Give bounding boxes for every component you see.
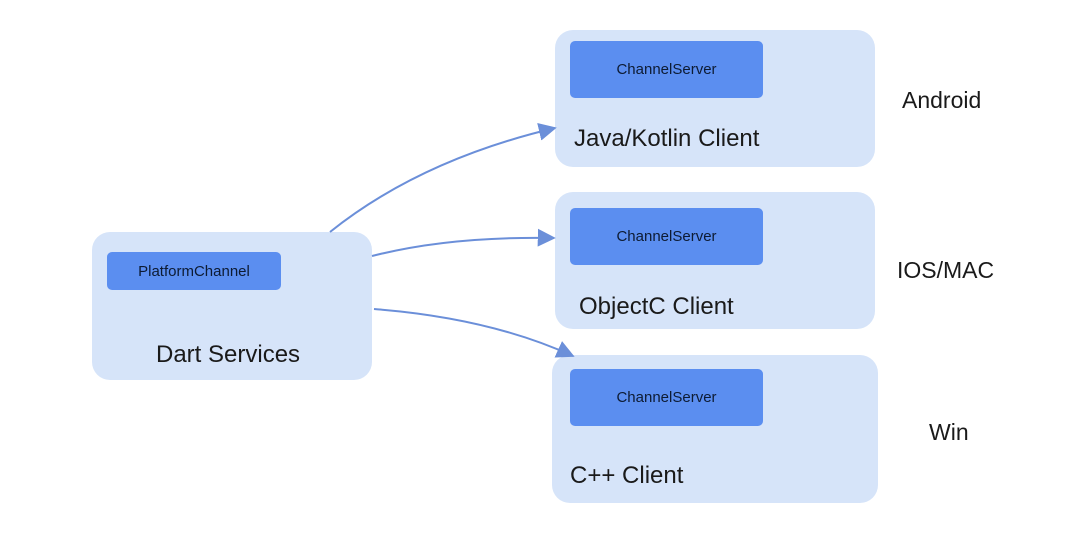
objectc-client-box: ChannelServer ObjectC Client	[555, 192, 875, 329]
java-kotlin-client-box: ChannelServer Java/Kotlin Client	[555, 30, 875, 167]
cpp-client-box: ChannelServer C++ Client	[552, 355, 878, 503]
arrow-to-win	[373, 308, 575, 358]
platform-label-ios-mac: IOS/MAC	[897, 257, 995, 283]
arrow-to-android	[329, 122, 557, 233]
arrow-to-ios-mac	[371, 228, 556, 257]
channel-server-chip-win: ChannelServer	[570, 369, 763, 426]
platform-label-android: Android	[902, 87, 982, 113]
cpp-client-label: C++ Client	[570, 462, 684, 489]
dart-services-box: PlatformChannel Dart Services	[92, 232, 372, 380]
platform-channel-chip: PlatformChannel	[107, 252, 281, 290]
channel-server-chip-ios: ChannelServer	[570, 208, 763, 265]
dart-services-label: Dart Services	[156, 341, 301, 368]
java-kotlin-client-label: Java/Kotlin Client	[574, 125, 760, 152]
objectc-client-label: ObjectC Client	[579, 293, 734, 320]
platform-label-win: Win	[929, 419, 969, 445]
channel-server-chip-android: ChannelServer	[570, 41, 763, 98]
